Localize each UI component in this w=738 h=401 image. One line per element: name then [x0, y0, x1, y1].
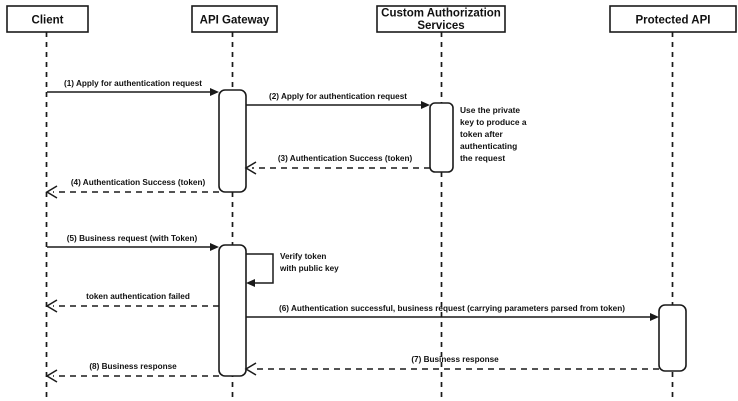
- message-8-label: (8) Business response: [89, 362, 177, 371]
- activation-protected-api-1: [658, 304, 687, 372]
- message-self-verify-token[interactable]: Verify token with public key: [246, 252, 339, 287]
- activation-custom-auth-1: [429, 102, 454, 173]
- message-5[interactable]: (5) Business request (with Token): [47, 234, 219, 251]
- participant-header-protected-api[interactable]: Protected API: [609, 5, 737, 33]
- activation-api-gateway-2: [218, 244, 247, 377]
- participant-label-custom-auth-line2: Services: [417, 20, 464, 32]
- participant-label-protected-api: Protected API: [636, 15, 711, 27]
- participant-label-api-gateway: API Gateway: [200, 15, 270, 27]
- message-1[interactable]: (1) Apply for authentication request: [47, 79, 219, 96]
- participant-label-custom-auth-line1: Custom Authorization: [381, 8, 501, 20]
- message-6-label: (6) Authentication successful, business …: [279, 304, 625, 313]
- message-token-auth-failed-label: token authentication failed: [86, 292, 190, 301]
- message-self-label-line1: Verify token: [280, 252, 326, 261]
- message-token-auth-failed[interactable]: token authentication failed: [45, 292, 219, 313]
- note-line-2: key to produce a: [460, 117, 527, 127]
- participant-header-api-gateway[interactable]: API Gateway: [191, 5, 278, 33]
- message-3-label: (3) Authentication Success (token): [278, 154, 413, 163]
- message-8[interactable]: (8) Business response: [45, 362, 219, 383]
- participant-label-client: Client: [32, 15, 64, 27]
- participant-header-client[interactable]: Client: [6, 5, 89, 33]
- message-4[interactable]: (4) Authentication Success (token): [45, 178, 219, 199]
- message-5-label: (5) Business request (with Token): [67, 234, 198, 243]
- note-line-3: token after: [460, 129, 504, 139]
- message-7-label: (7) Business response: [411, 355, 499, 364]
- note-line-1: Use the private: [460, 105, 520, 115]
- message-4-label: (4) Authentication Success (token): [71, 178, 206, 187]
- message-self-label-line2: with public key: [279, 264, 339, 273]
- message-1-label: (1) Apply for authentication request: [64, 79, 202, 88]
- message-7[interactable]: (7) Business response: [244, 355, 659, 376]
- message-2[interactable]: (2) Apply for authentication request: [246, 92, 430, 109]
- message-3[interactable]: (3) Authentication Success (token): [244, 154, 430, 175]
- participant-header-custom-auth[interactable]: Custom Authorization Services: [376, 5, 506, 33]
- note-line-5: the request: [460, 153, 505, 163]
- note-line-4: authenticating: [460, 141, 517, 151]
- message-2-label: (2) Apply for authentication request: [269, 92, 407, 101]
- activation-api-gateway-1: [218, 89, 247, 193]
- note-private-key: Use the private key to produce a token a…: [460, 105, 527, 163]
- message-6[interactable]: (6) Authentication successful, business …: [246, 304, 659, 321]
